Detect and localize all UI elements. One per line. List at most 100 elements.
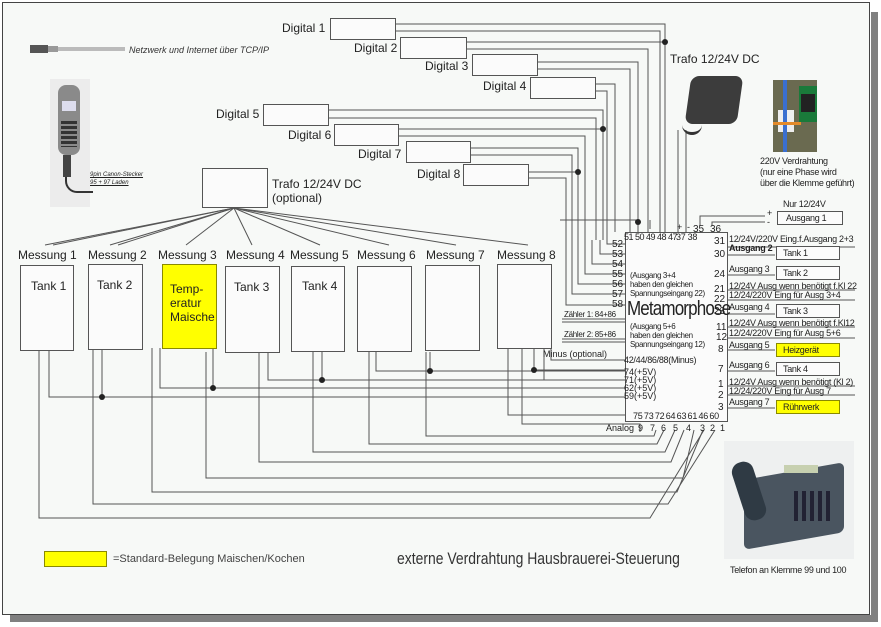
controller-box[interactable] (625, 232, 728, 422)
wiring-caption-3: über die Klemme geführt) (760, 178, 855, 188)
terminal-58: 58 (612, 299, 624, 310)
ausgang-7-device-label: Rührwerk (783, 402, 820, 412)
messung-4-label: Messung 4 (226, 248, 285, 262)
supply-74: 74(+5V) (624, 367, 657, 377)
wire-digital-6b (399, 135, 586, 240)
supply-59: 59(+5V) (624, 391, 657, 401)
messung-5-box[interactable]: Tank 4 (291, 266, 345, 352)
ethernet-cable-icon (30, 44, 125, 54)
wiring-caption-1: 220V Verdrahtung (760, 156, 828, 166)
terminal-12: 12 (716, 332, 728, 343)
ausgang-1-box[interactable]: Ausgang 1 (777, 211, 843, 225)
messung-3-content-1: Temp- (170, 282, 204, 296)
note-b-3: Spannungseingang 12) (630, 340, 705, 349)
messung-1-content: Tank 1 (31, 279, 67, 293)
digital-7-label: Digital 7 (358, 147, 402, 161)
digital-1-label: Digital 1 (282, 21, 326, 35)
minus-sign: - (687, 222, 690, 232)
ausgang-5-device-label: Heizgerät (783, 345, 819, 355)
ausgang-5-device[interactable]: Heizgerät (776, 343, 840, 357)
terminal-1: 1 (718, 379, 724, 390)
ausgang-7-device[interactable]: Rührwerk (776, 400, 840, 414)
ausgang-3-device[interactable]: Tank 2 (776, 266, 840, 280)
messung-8-box[interactable] (497, 264, 552, 349)
network-label: Netzwerk und Internet über TCP/IP (129, 45, 270, 55)
messung-6-box[interactable] (357, 266, 412, 352)
controller-top-terminals-2: 37 38 (676, 232, 698, 242)
wire-ausgang-1 (699, 215, 765, 226)
ausgang-4-label: Ausgang 4 (729, 302, 770, 312)
wire-digital-5b (329, 117, 597, 240)
terminal-23: 23 (714, 306, 726, 317)
terminal-wiring-photo (773, 80, 817, 152)
legend-swatch (44, 551, 107, 567)
analog-label: Analog (606, 423, 635, 433)
wire-digital-7a (471, 147, 579, 240)
supply-wires (48, 348, 627, 398)
messung-1-box[interactable]: Tank 1 (20, 265, 74, 351)
trafo-optional-fanout (44, 207, 529, 246)
desk-phone-icon (724, 441, 854, 559)
digital-3-box[interactable] (472, 54, 538, 76)
digital-7-box[interactable] (406, 141, 471, 163)
messung-2-box[interactable]: Tank 2 (88, 264, 143, 350)
wire-trafo-main (677, 130, 687, 232)
ausg-kl22-label: 12/24V Ausg wenn benötigt f.Kl 22 (729, 281, 857, 291)
plus-sign: + (677, 222, 683, 232)
terminal-30: 30 (714, 249, 726, 260)
digital-2-label: Digital 2 (354, 41, 398, 55)
left-terminal-wires (560, 44, 666, 343)
analog-2: 2 (710, 423, 715, 433)
digital-8-box[interactable] (463, 164, 529, 186)
terminal-53: 53 (612, 249, 624, 260)
output-wires (728, 246, 855, 409)
digital-4-label: Digital 4 (483, 79, 527, 93)
digital-6-label: Digital 6 (288, 128, 332, 142)
terminal-22: 22 (714, 294, 726, 305)
ausgang-6-device[interactable]: Tank 4 (776, 362, 840, 376)
note-b-2: haben den gleichen (630, 331, 693, 340)
digital-5-box[interactable] (263, 104, 329, 126)
junction-dots (99, 39, 668, 400)
messung-7-box[interactable] (425, 265, 480, 351)
messung-3-box[interactable]: Temp- eratur Maische (162, 264, 217, 349)
counter-2-label: Zähler 2: 85+86 (564, 330, 616, 339)
ausgang-1-minus: - (767, 217, 770, 227)
digital-4-box[interactable] (530, 77, 596, 99)
ausgang-2-device[interactable]: Tank 1 (776, 246, 840, 260)
ausgang-4-device[interactable]: Tank 3 (776, 304, 840, 318)
page-shadow-bottom (10, 615, 878, 622)
wire-digital-5a (329, 109, 604, 240)
ausgang-2-device-label: Tank 1 (783, 248, 808, 258)
wire-digital-3a (538, 61, 639, 232)
ausgang-2-label: Ausgang 2 (729, 243, 773, 253)
supply-62: 62(+5V) (624, 383, 657, 393)
handset-caption-1: 9pin Canon-Stecker (90, 172, 144, 178)
messung-8-label: Messung 8 (497, 248, 556, 262)
digital-2-box[interactable] (400, 37, 467, 59)
note-a-3: Spannungseingang 22) (630, 289, 705, 298)
ausgang-1-plus: + (767, 208, 772, 218)
legend-label: =Standard-Belegung Maischen/Kochen (113, 553, 305, 565)
wire-digital-4b (596, 90, 608, 232)
trafo-optional-box[interactable] (202, 168, 268, 208)
terminal-7: 7 (718, 364, 724, 375)
messung-4-content: Tank 3 (234, 280, 270, 294)
mobile-phone-icon (50, 79, 93, 207)
messung-5-content: Tank 4 (302, 279, 338, 293)
trafo-optional-label-2: (optional) (272, 191, 323, 205)
ausgang-7-label: Ausgang 7 (729, 397, 770, 407)
ausgang-4-device-label: Tank 3 (783, 306, 808, 316)
controller-name: Metamorphose (627, 298, 731, 320)
digital-1-box[interactable] (330, 18, 396, 40)
wire-digital-4a (596, 83, 616, 232)
digital-6-box[interactable] (334, 124, 399, 146)
terminal-56: 56 (612, 279, 624, 290)
terminal-57: 57 (612, 289, 624, 300)
terminal-36: 36 (710, 224, 722, 235)
messung-2-label: Messung 2 (88, 248, 147, 262)
wiring-caption-2: (nur eine Phase wird (760, 167, 837, 177)
terminal-31: 31 (714, 236, 726, 247)
messung-4-box[interactable]: Tank 3 (225, 266, 280, 353)
bottom-terminals: 75 73 72 64 63 61 46 60 (633, 411, 719, 421)
